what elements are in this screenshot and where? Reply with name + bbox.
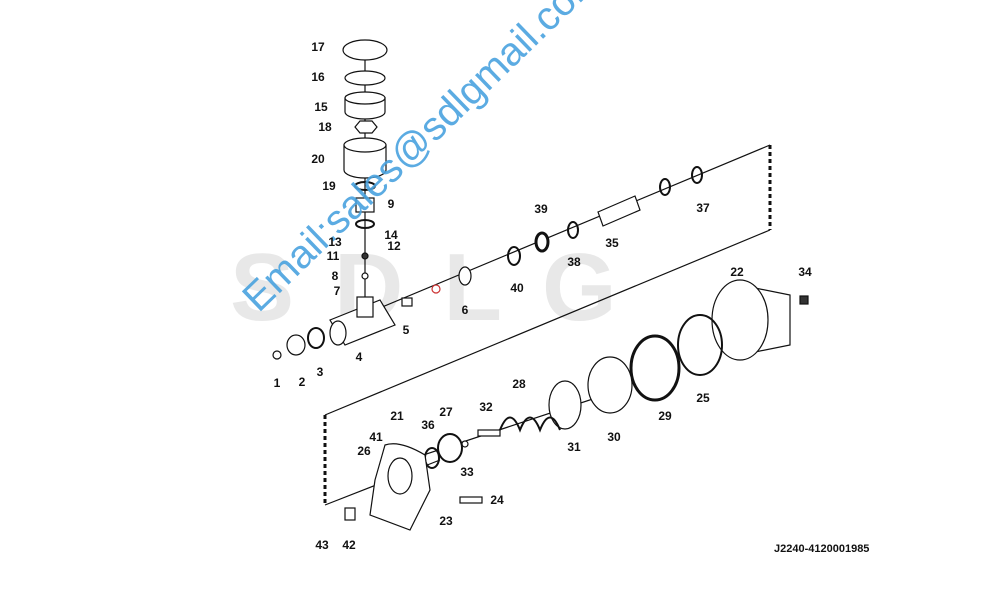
callout-30: 30 xyxy=(607,430,621,444)
cap-17 xyxy=(342,39,388,61)
callout-6: 6 xyxy=(461,303,469,317)
callout-35: 35 xyxy=(605,236,619,250)
callout-22: 22 xyxy=(730,265,744,279)
callout-31: 31 xyxy=(567,440,581,454)
callout-33: 33 xyxy=(460,465,474,479)
callout-3: 3 xyxy=(316,365,324,379)
callout-18: 18 xyxy=(318,120,332,134)
document-number: J2240-4120001985 xyxy=(774,543,870,555)
callout-32: 32 xyxy=(479,400,493,414)
callout-8: 8 xyxy=(331,269,339,283)
callout-20: 20 xyxy=(311,152,325,166)
callout-40: 40 xyxy=(510,281,524,295)
callout-12: 12 xyxy=(387,239,401,253)
callout-29: 29 xyxy=(658,409,672,423)
callout-43: 43 xyxy=(315,538,329,552)
callout-41: 41 xyxy=(369,430,383,444)
callout-38: 38 xyxy=(567,255,581,269)
callout-34: 34 xyxy=(798,265,812,279)
callout-27: 27 xyxy=(439,405,453,419)
callout-11: 11 xyxy=(326,249,340,263)
callout-7: 7 xyxy=(333,284,341,298)
callout-37: 37 xyxy=(696,201,710,215)
callout-16: 16 xyxy=(311,70,325,84)
callout-9: 9 xyxy=(387,197,395,211)
callout-14: 14 xyxy=(384,228,398,242)
callout-21: 21 xyxy=(390,409,404,423)
callout-23: 23 xyxy=(439,514,453,528)
callout-1: 1 xyxy=(273,376,281,390)
callout-17: 17 xyxy=(311,40,325,54)
callout-5: 5 xyxy=(402,323,410,337)
callout-2: 2 xyxy=(298,375,306,389)
callout-25: 25 xyxy=(696,391,710,405)
callout-19: 19 xyxy=(322,179,336,193)
callout-24: 24 xyxy=(490,493,504,507)
callout-39: 39 xyxy=(534,202,548,216)
watermark-logo: SDLG xyxy=(230,234,657,341)
callout-28: 28 xyxy=(512,377,526,391)
callout-4: 4 xyxy=(355,350,363,364)
callout-42: 42 xyxy=(342,538,356,552)
callout-26: 26 xyxy=(357,444,371,458)
callout-13: 13 xyxy=(328,235,342,249)
callout-36: 36 xyxy=(421,418,435,432)
callout-15: 15 xyxy=(314,100,328,114)
